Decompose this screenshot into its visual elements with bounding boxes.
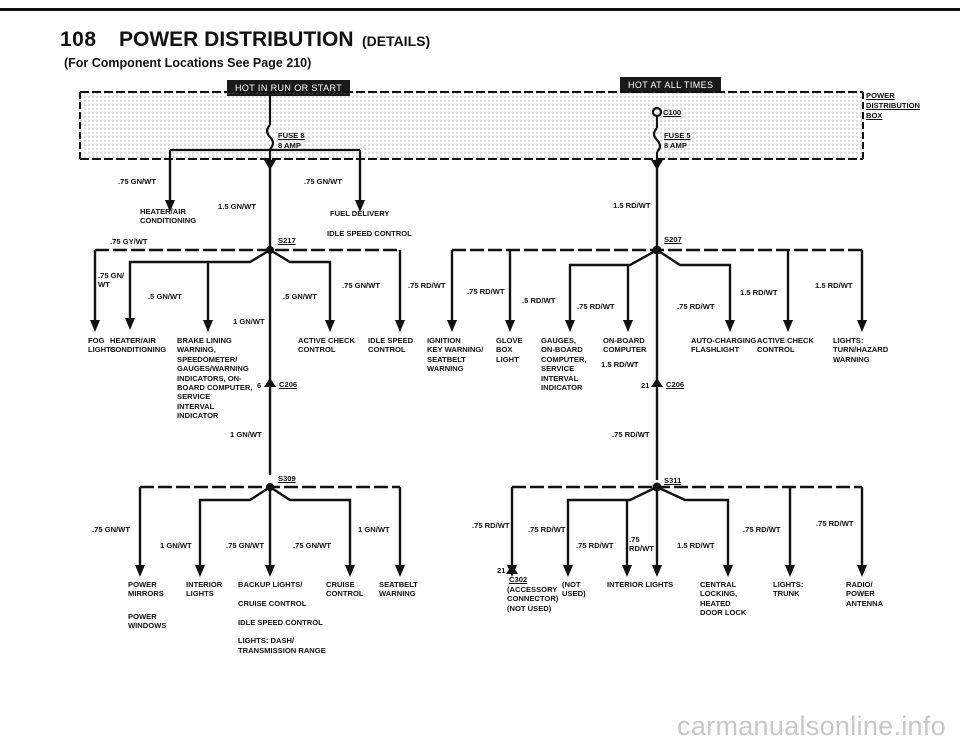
splice-s309-label: S309 (278, 474, 296, 483)
wire-label: 1.5 RD/WT (677, 541, 715, 550)
not-used-label: (NOT USED) (562, 580, 586, 599)
heater-ac-label: HEATER/AIR CONDITIONING (110, 336, 167, 355)
splice-s217-label: S217 (278, 236, 296, 245)
wire-label: .75 GN/WT (304, 177, 342, 186)
auto-charging-label: AUTO-CHARGING FLASHLIGHT (691, 336, 757, 355)
splice-s311-label: S311 (664, 476, 682, 485)
wire-label: .5 GN/WT (148, 292, 182, 301)
fuse-5 (651, 106, 663, 159)
lights-trunk-label: LIGHTS: TRUNK (773, 580, 804, 599)
badge-hot-all-times: HOT AT ALL TIMES (620, 77, 722, 93)
interior-lights-left-label: INTERIOR LIGHTS (186, 580, 223, 599)
fuse-8-rating: 8 AMP (278, 141, 301, 150)
connector-c206-right: C206 (666, 380, 685, 389)
idle-speed-label: IDLE SPEED CONTROL (368, 336, 414, 355)
active-check-left-label: ACTIVE CHECK CONTROL (298, 336, 355, 355)
wire-label: .75 RD/WT (472, 521, 510, 530)
wire-label: 1.5 RD/WT (601, 360, 639, 369)
wire-label: .75 RD/WT (576, 541, 614, 550)
wire-label: .75 GN/WT (226, 541, 264, 550)
interior-lights-right-label: INTERIOR LIGHTS (607, 580, 674, 589)
wire-label: .75 GN/WT (118, 177, 156, 186)
page-subtitle: (For Component Locations See Page 210) (64, 56, 312, 70)
wire-label: .75 RD/WT (467, 287, 505, 296)
wire-label: 1.5 RD/WT (740, 288, 778, 297)
gauges-label: GAUGES, ON-BOARD COMPUTER, SERVICE INTER… (541, 336, 587, 393)
c302-note: (ACCESSORY CONNECTOR) (NOT USED) (507, 585, 559, 613)
brake-lining-label: BRAKE LINING WARNING, SPEEDOMETER/ GAUGE… (177, 336, 253, 421)
c302-pin: 21 (497, 566, 506, 575)
connector-c100: C100 (663, 108, 682, 117)
wire-label: .5 GN/WT (283, 292, 317, 301)
wire-label: 1.5 GN/WT (218, 202, 256, 211)
fuse-8-name: FUSE 8 (278, 131, 305, 140)
onboard-computer-label: ON-BOARD COMPUTER (603, 336, 647, 355)
wire-label: 1 GN/WT (233, 317, 265, 326)
wire-label: .75 GN/ WT (98, 271, 125, 290)
wire-label: 1 GN/WT (160, 541, 192, 550)
power-mirrors-label: POWER MIRRORS (128, 580, 164, 599)
connector-c302: C302 (509, 575, 528, 584)
c206-pin-left: 6 (257, 381, 262, 390)
splice-s309-dot (266, 483, 274, 491)
radio-antenna-label: RADIO/ POWER ANTENNA (846, 580, 884, 608)
power-box-label-1: POWER (866, 91, 895, 100)
central-locking-label: CENTRAL LOCKING, HEATED DOOR LOCK (700, 580, 747, 618)
connector-c206-left: C206 (279, 380, 298, 389)
backup-lights-label: BACKUP LIGHTS/ CRUISE CONTROL IDLE SPEED… (238, 580, 326, 655)
wire-label: .75 RD/WT (743, 525, 781, 534)
fuse-5-name: FUSE 5 (664, 131, 691, 140)
wire-label: .75 RD/WT (577, 302, 615, 311)
connector-symbols (264, 378, 663, 574)
turn-hazard-label: LIGHTS: TURN/HAZARD WARNING (833, 336, 889, 364)
wire-label: .75 RD/WT (816, 519, 854, 528)
power-box-label-2: DISTRIBUTION (866, 101, 920, 110)
wire-label: .75 RD/WT (528, 525, 566, 534)
fuel-delivery-label: FUEL DELIVERY (330, 209, 390, 218)
page-title: POWER DISTRIBUTION (119, 28, 354, 51)
heater-ac-top-label: HEATER/AIR CONDITIONING (140, 207, 197, 226)
wire-label: 1 GN/WT (230, 430, 262, 439)
power-box-label-3: BOX (866, 111, 883, 120)
header-rule (0, 8, 960, 11)
left-harness (93, 159, 402, 565)
fuse-8 (168, 92, 362, 159)
wire-label: .75 RD/WT (612, 430, 650, 439)
wire-label: 1.5 RD/WT (815, 281, 853, 290)
page-header: 108 POWER DISTRIBUTION (DETAILS) (60, 28, 430, 52)
load-arrows (90, 160, 867, 577)
fog-lights-label: FOG LIGHTS (88, 336, 116, 355)
wire-label: .75 GN/WT (293, 541, 331, 550)
wire-label: .75 RD/WT (677, 302, 715, 311)
page-number: 108 (60, 28, 97, 51)
fuse-5-rating: 8 AMP (664, 141, 687, 150)
wire-label: .5 RD/WT (522, 296, 556, 305)
wire-label: .75 GY/WT (110, 237, 148, 246)
watermark: carmanualsonline.info (677, 711, 946, 741)
wire-label: .75 RD/WT (629, 535, 654, 554)
splice-s207-dot (652, 245, 662, 255)
wire-label: 1.5 RD/WT (613, 201, 651, 210)
active-check-right-label: ACTIVE CHECK CONTROL (757, 336, 814, 355)
page-title-suffix: (DETAILS) (361, 33, 431, 49)
glove-box-label: GLOVE BOX LIGHT (496, 336, 523, 364)
splice-s207-label: S207 (664, 235, 682, 244)
wire-label: .75 RD/WT (408, 281, 446, 290)
splice-s217-dot (266, 246, 274, 254)
idle-speed-top-label: IDLE SPEED CONTROL (327, 229, 412, 238)
wire-label: 1 GN/WT (358, 525, 390, 534)
wire-label: .75 GN/WT (92, 525, 130, 534)
cruise-control-label: CRUISE CONTROL (326, 580, 364, 599)
ignition-key-label: IGNITION KEY WARNING/ SEATBELT WARNING (427, 336, 484, 374)
power-distribution-box (80, 92, 863, 159)
power-windows-label: POWER WINDOWS (128, 612, 167, 631)
c206-pin-right: 21 (641, 381, 650, 390)
splice-s311-dot (652, 482, 662, 492)
wire-label: .75 GN/WT (342, 281, 380, 290)
seatbelt-warning-label: SEATBELT WARNING (379, 580, 418, 599)
